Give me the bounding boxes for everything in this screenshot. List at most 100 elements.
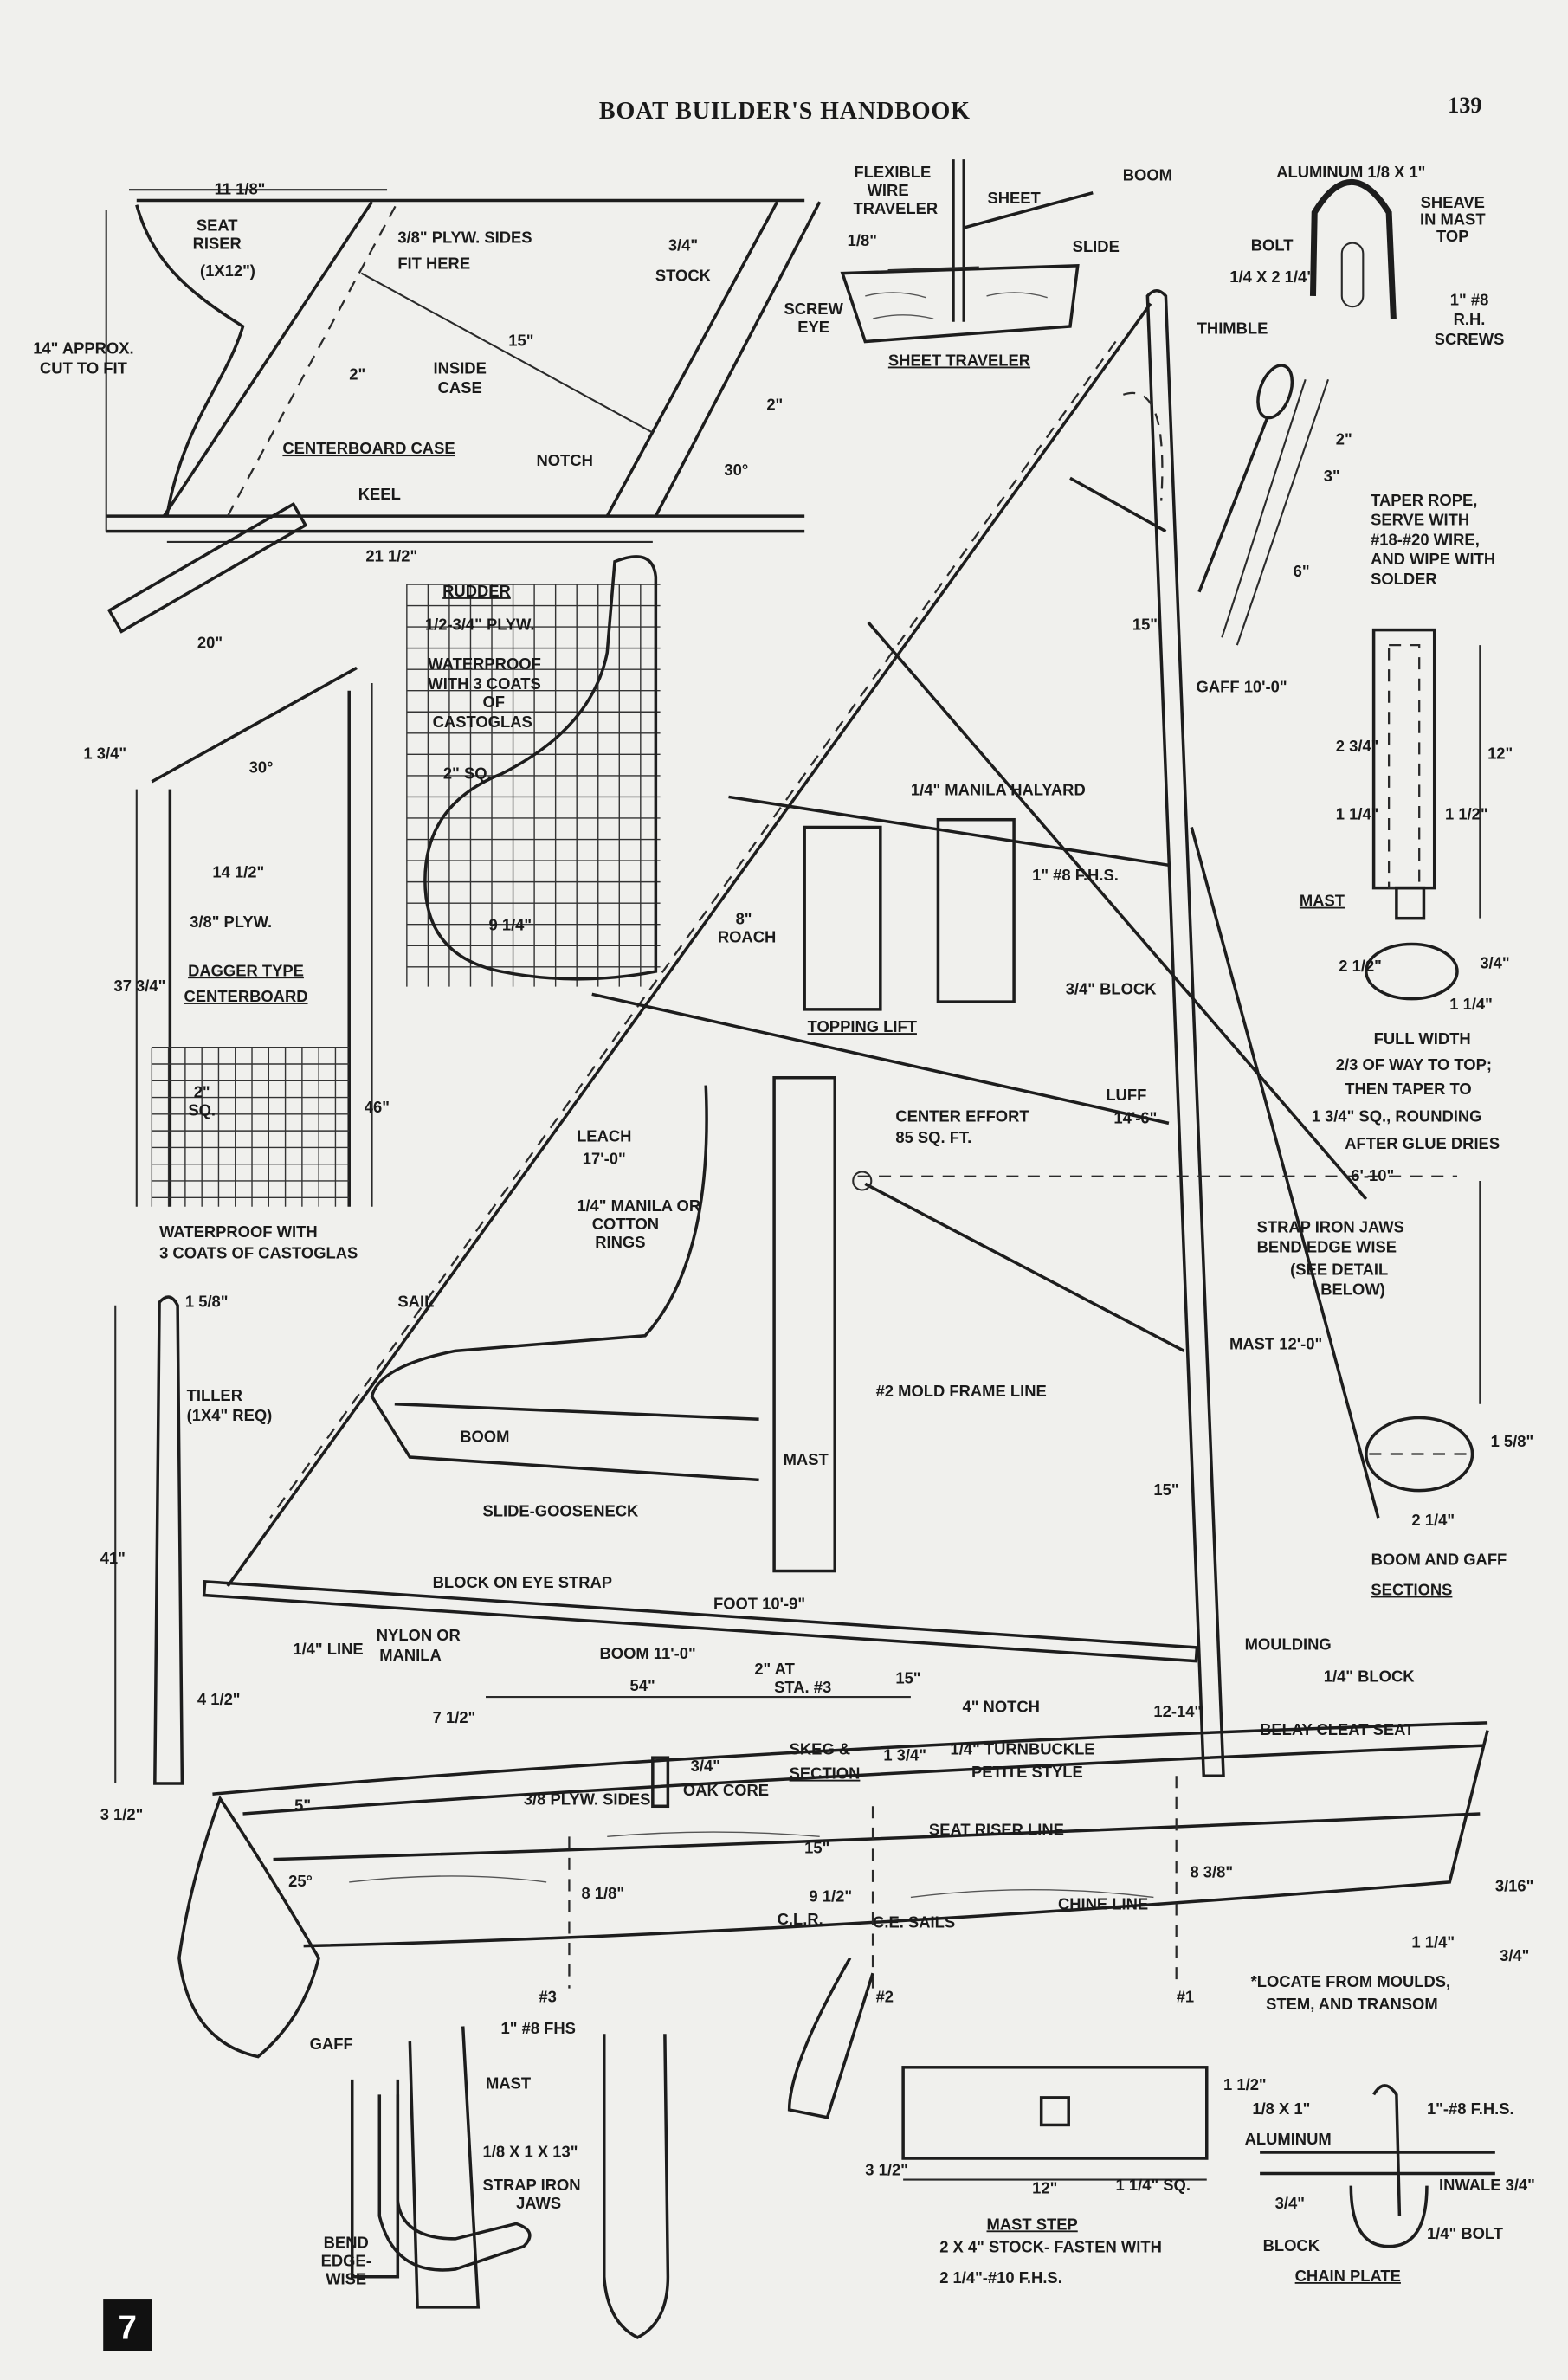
label-square: 1 1/4" SQ. [1116, 2176, 1191, 2194]
label-approx: CUT TO FIT [40, 358, 128, 377]
label-luff: 14'-6" [1113, 1108, 1157, 1126]
dim-15: 15" [804, 1839, 829, 1857]
dim-3-1-2: 3 1/2" [865, 2160, 908, 2178]
label-stock: 3/4" [668, 235, 698, 254]
label-plyw-sides: FIT HERE [397, 254, 470, 272]
label-flexible: TRAVELER [853, 199, 938, 217]
chapter-badge [103, 2299, 152, 2351]
dagger-title: CENTERBOARD [184, 987, 307, 1005]
label-belay: BELAY CLEAT SEAT [1260, 1720, 1415, 1738]
label-line: 1/4" LINE [293, 1640, 363, 1658]
label-waterproof: CASTOGLAS [433, 713, 532, 731]
dim-14-1-2: 14 1/2" [212, 862, 264, 880]
dim-9-1-4: 9 1/4" [489, 916, 532, 934]
dim-3-4: 3/4" [1500, 1946, 1529, 1964]
jaws-detail-drawing [350, 2026, 670, 2339]
label-stock: STOCK [655, 266, 712, 284]
dim-12: 12" [1487, 745, 1513, 763]
dim-3-4: 3/4" [1480, 954, 1509, 972]
label-grid: SQ. [188, 1101, 216, 1119]
label-block: 1/4" BLOCK [1324, 1667, 1415, 1686]
dagger-board-drawing [106, 501, 373, 1207]
dim-25-degree: 25° [288, 1872, 313, 1890]
label-tiller: (1X4" REQ) [187, 1406, 273, 1424]
dim-15: 15" [895, 1668, 920, 1687]
label-skeg: SKEG & [790, 1740, 851, 1758]
label-sta: 2" AT [754, 1660, 795, 1678]
label-plyw-sides: 3/8" PLYW. SIDES [397, 229, 532, 247]
dim-12: 12" [1032, 2178, 1057, 2196]
label-mast: MAST [486, 2074, 532, 2092]
dim-2: 2" [1336, 430, 1352, 448]
label-rings: 1/4" MANILA OR [577, 1196, 700, 1215]
dim-1-8: 1/8" [848, 231, 877, 249]
label-bolt: BOLT [1251, 235, 1294, 254]
label-gaff: GAFF [310, 2035, 353, 2053]
station-1: #1 [1177, 1987, 1194, 2005]
label-strap: 1/8 X 1 X 13" [483, 2142, 578, 2160]
dim-2: 2" [766, 395, 783, 413]
hull-drawing [177, 1695, 1489, 2119]
label-fhs: 1" #8 FHS [501, 2019, 576, 2037]
label-boom-length: BOOM 11'-0" [599, 1644, 695, 1662]
dagger-title: DAGGER TYPE [188, 961, 304, 979]
label-center-effort: CENTER EFFORT [895, 1107, 1029, 1126]
label-waterproof: WATERPROOF WITH [159, 1222, 318, 1241]
label-seat-riser: (1X12") [200, 261, 255, 280]
label-halyard: 1/4" MANILA HALYARD [911, 781, 1086, 799]
centerboard-case-title: CENTERBOARD CASE [282, 439, 455, 457]
label-taper: TAPER ROPE, [1371, 491, 1477, 509]
sail-and-mast-drawing [202, 289, 1458, 1777]
label-strap-jaws: STRAP IRON JAWS [1257, 1218, 1404, 1236]
label-sheave: IN MAST [1420, 210, 1486, 228]
label-seat-riser: SEAT [197, 216, 238, 235]
label-strap-jaws: (SEE DETAIL [1290, 1261, 1388, 1279]
dim-46: 46" [365, 1098, 390, 1116]
label-tiller: TILLER [187, 1386, 242, 1404]
dim-3-1-2: 3 1/2" [100, 1805, 144, 1823]
station-2: #2 [876, 1987, 894, 2005]
dim-15: 15" [1132, 616, 1158, 634]
dim-1-5-8: 1 5/8" [1491, 1432, 1534, 1450]
label-rings: COTTON [592, 1215, 659, 1233]
label-center-effort: 85 SQ. FT. [895, 1128, 971, 1146]
label-gaff-length: GAFF 10'-0" [1197, 677, 1287, 695]
mast-step-note: 2 X 4" STOCK- FASTEN WITH [939, 2238, 1162, 2256]
dim-1-3-4: 1 3/4" [883, 1746, 926, 1764]
dim-41: 41" [100, 1549, 126, 1567]
label-bend: BEND [324, 2233, 369, 2251]
label-screw-eye: EYE [797, 318, 829, 336]
rudder-drawing [406, 584, 661, 987]
label-block: 3/4" BLOCK [1066, 979, 1157, 997]
mast-note: 1 3/4" SQ., ROUNDING [1312, 1107, 1482, 1126]
label-roach: ROACH [718, 928, 776, 946]
label-moulding: MOULDING [1245, 1635, 1332, 1654]
label-oak-core: OAK CORE [683, 1781, 769, 1799]
label-screw-eye: SCREW [784, 300, 843, 318]
label-sta: STA. #3 [774, 1678, 831, 1696]
label-notch: 4" NOTCH [962, 1698, 1039, 1716]
label-flexible: FLEXIBLE [854, 163, 931, 181]
label-skeg: SECTION [790, 1764, 861, 1783]
label-rudder-plyw: 1/2-3/4" PLYW. [425, 616, 535, 634]
label-luff: LUFF [1106, 1086, 1146, 1104]
label-waterproof: OF [483, 693, 506, 711]
label-notch: NOTCH [536, 451, 592, 469]
label-chine-line: CHINE LINE [1058, 1894, 1148, 1912]
sheet-traveler-drawing [840, 159, 1094, 344]
dim-2-1-4: 2 1/4" [1411, 1511, 1455, 1529]
dim-37-3-4: 37 3/4" [113, 977, 165, 995]
label-sheave: TOP [1436, 227, 1468, 245]
mast-note: AFTER GLUE DRIES [1345, 1134, 1500, 1152]
label-mast: MAST [784, 1450, 829, 1468]
label-mold-frame: #2 MOLD FRAME LINE [876, 1382, 1047, 1400]
sheet-traveler-title: SHEET TRAVELER [888, 352, 1030, 370]
label-keel: KEEL [358, 485, 401, 503]
mast-detail-title: MAST [1300, 892, 1345, 910]
label-screws: 1" #8 [1450, 290, 1489, 308]
sections-title: SECTIONS [1371, 1581, 1452, 1599]
label-thimble: THIMBLE [1197, 319, 1268, 338]
page-number: 139 [1448, 93, 1481, 118]
dim-angle: 30° [249, 758, 274, 776]
chain-plate-drawing [1260, 2084, 1495, 2248]
